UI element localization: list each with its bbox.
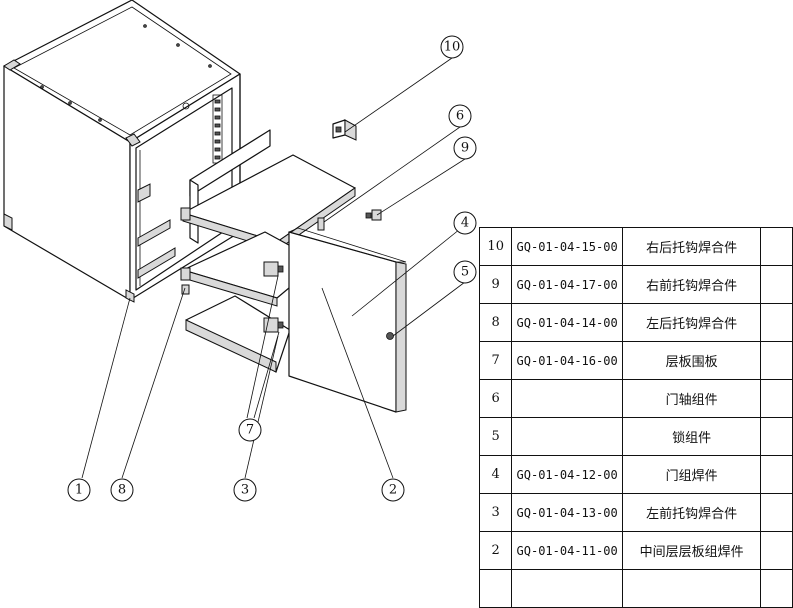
callout-1: 1 bbox=[67, 478, 91, 502]
part-code-cell: GQ-01-04-13-00 bbox=[511, 493, 623, 532]
part-number-cell: 2 bbox=[478, 531, 513, 570]
svg-text:4: 4 bbox=[461, 216, 469, 231]
parts-table-row: 6 门轴组件 bbox=[478, 379, 793, 418]
part-name-cell: 门轴组件 bbox=[621, 379, 762, 418]
parts-table-row bbox=[478, 569, 793, 608]
part-number-cell: 9 bbox=[478, 265, 513, 304]
extra-column-cell bbox=[760, 303, 793, 342]
part-code-cell: GQ-01-04-16-00 bbox=[511, 341, 623, 380]
part-code-cell: GQ-01-04-14-00 bbox=[511, 303, 623, 342]
svg-text:7: 7 bbox=[246, 423, 254, 438]
part-code-cell: GQ-01-04-17-00 bbox=[511, 265, 623, 304]
part-name-cell: 中间层层板组焊件 bbox=[621, 531, 762, 570]
callout-4: 4 bbox=[453, 211, 477, 235]
extra-column-cell bbox=[760, 227, 793, 266]
extra-column-cell bbox=[760, 265, 793, 304]
svg-text:9: 9 bbox=[461, 141, 469, 156]
part-number-cell: 7 bbox=[478, 341, 513, 380]
svg-text:2: 2 bbox=[389, 483, 397, 498]
part-name-cell: 左后托钩焊合件 bbox=[621, 303, 762, 342]
part-name-cell: 门组焊件 bbox=[621, 455, 762, 494]
svg-text:1: 1 bbox=[75, 483, 83, 498]
part-code-cell bbox=[511, 417, 623, 456]
part-number-cell: 10 bbox=[478, 227, 513, 266]
part-name-cell: 右后托钩焊合件 bbox=[621, 227, 762, 266]
callout-7: 7 bbox=[238, 418, 262, 442]
extra-column-cell bbox=[760, 341, 793, 380]
extra-column-cell bbox=[760, 379, 793, 418]
part-number-cell: 5 bbox=[478, 417, 513, 456]
extra-column-cell bbox=[760, 569, 793, 608]
part-number-cell: 3 bbox=[478, 493, 513, 532]
extra-column-cell bbox=[760, 455, 793, 494]
leader-lines bbox=[81, 57, 466, 479]
part-name-cell: 左前托钩焊合件 bbox=[621, 493, 762, 532]
extra-column-cell bbox=[760, 531, 793, 570]
callout-8: 8 bbox=[110, 478, 134, 502]
svg-text:6: 6 bbox=[456, 109, 464, 124]
exploded-view-drawing: 10 6 9 4 5 7 1 8 3 2 bbox=[3, 0, 477, 502]
callout-5: 5 bbox=[453, 260, 477, 284]
cabinet-body bbox=[3, 0, 241, 303]
door-assembly bbox=[287, 227, 407, 413]
mount-slots bbox=[214, 99, 221, 160]
callout-2: 2 bbox=[381, 478, 405, 502]
part-code-cell: GQ-01-04-15-00 bbox=[511, 227, 623, 266]
part-code-cell bbox=[511, 569, 623, 608]
part-code-cell bbox=[511, 379, 623, 418]
part-code-cell: GQ-01-04-11-00 bbox=[511, 531, 623, 570]
svg-text:8: 8 bbox=[118, 483, 126, 498]
callout-3: 3 bbox=[233, 478, 257, 502]
part-number-cell bbox=[478, 569, 513, 608]
part-name-cell: 右前托钩焊合件 bbox=[621, 265, 762, 304]
callout-6: 6 bbox=[448, 104, 472, 128]
parts-table-row: 5 锁组件 bbox=[478, 417, 793, 456]
part-name-cell: 层板围板 bbox=[621, 341, 762, 380]
callout-10: 10 bbox=[440, 35, 464, 59]
svg-text:3: 3 bbox=[241, 483, 249, 498]
extra-column-cell bbox=[760, 493, 793, 532]
hook-bracket-part bbox=[332, 119, 357, 141]
part-number-cell: 4 bbox=[478, 455, 513, 494]
callout-9: 9 bbox=[453, 136, 477, 160]
part-number-cell: 6 bbox=[478, 379, 513, 418]
extra-column-cell bbox=[760, 417, 793, 456]
part-name-cell bbox=[621, 569, 762, 608]
part-name-cell: 锁组件 bbox=[621, 417, 762, 456]
part-code-cell: GQ-01-04-12-00 bbox=[511, 455, 623, 494]
svg-text:5: 5 bbox=[461, 265, 469, 280]
part-number-cell: 8 bbox=[478, 303, 513, 342]
svg-text:10: 10 bbox=[444, 40, 461, 55]
